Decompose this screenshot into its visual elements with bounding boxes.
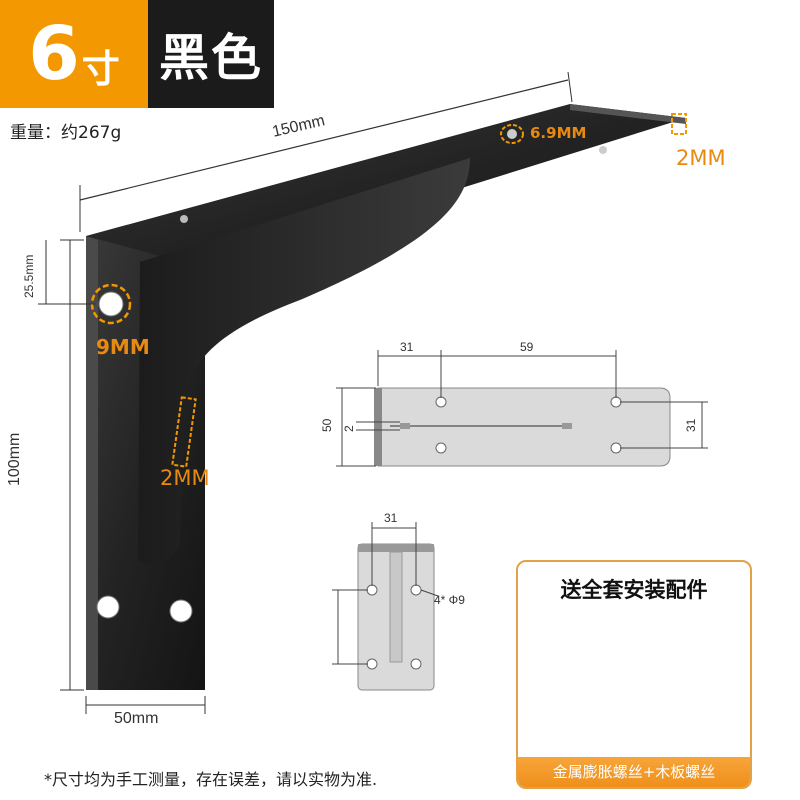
width-label: 50mm	[114, 710, 159, 727]
top-thickness-label: 2MM	[676, 146, 726, 170]
rib-thickness-label: 2MM	[160, 466, 210, 490]
top-drawing-dim-b: 59	[520, 340, 534, 354]
top-hole-dia-label: 6.9MM	[530, 124, 587, 142]
height-label: 100mm	[6, 432, 23, 486]
weight-label: 重量：约267g	[10, 123, 122, 143]
top-drawing-height: 50	[320, 418, 334, 432]
side-hole-dia-label: 9MM	[96, 335, 150, 359]
side-hole-right	[169, 599, 193, 623]
kit-title: 送全套安装配件	[560, 578, 708, 602]
product-badge: 6 寸 黑色	[0, 0, 274, 108]
side-hole-top	[98, 291, 124, 317]
hole-offset-label: 25.5mm	[22, 254, 36, 298]
measurement-note: *尺寸均为手工测量，存在误差，请以实物为准.	[44, 770, 378, 789]
top-drawing-dim-a: 31	[400, 340, 414, 354]
side-drawing-dim-a: 31	[384, 511, 398, 525]
top-hole-2	[599, 146, 607, 154]
accessory-kit-panel: 送全套安装配件 金属膨胀螺丝+木板螺丝	[516, 560, 752, 789]
kit-caption: 金属膨胀螺丝+木板螺丝	[518, 757, 750, 787]
top-drawing-hole-span: 31	[684, 418, 698, 432]
bracket-rib	[138, 158, 470, 565]
top-hole-1	[507, 129, 517, 139]
side-plate-drawing	[332, 522, 439, 691]
color-badge: 黑色	[148, 0, 274, 108]
size-number: 6	[28, 11, 80, 97]
size-badge: 6 寸	[0, 0, 148, 108]
side-drawing-holes: 4* Φ9	[434, 593, 465, 607]
side-hole-left	[96, 595, 120, 619]
top-drawing-slot: 2	[342, 425, 356, 432]
size-unit: 寸	[81, 46, 120, 91]
top-plate-drawing	[336, 350, 708, 467]
